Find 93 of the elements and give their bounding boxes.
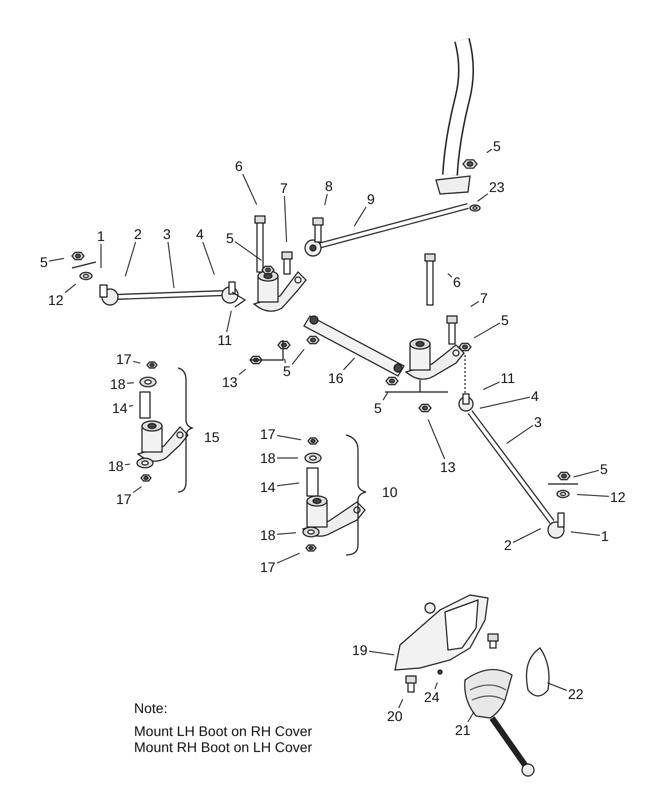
leader-line bbox=[238, 368, 246, 376]
callout-number: 1 bbox=[96, 228, 106, 244]
leader-line bbox=[428, 418, 446, 460]
leader-line bbox=[354, 206, 367, 227]
callout-number: 14 bbox=[111, 400, 129, 416]
leader-line bbox=[168, 242, 174, 289]
callout-number: 12 bbox=[609, 489, 627, 505]
leader-line bbox=[126, 382, 134, 384]
leader-line bbox=[124, 464, 131, 466]
callout-number: 18 bbox=[107, 458, 125, 474]
callout-number: 9 bbox=[366, 191, 376, 207]
callout-number: 17 bbox=[115, 491, 133, 507]
leader-line bbox=[64, 284, 76, 294]
leader-line bbox=[547, 682, 568, 691]
callout-number: 17 bbox=[115, 351, 133, 367]
callout-number: 7 bbox=[279, 180, 289, 196]
leader-line bbox=[512, 528, 542, 543]
leader-line bbox=[202, 242, 215, 275]
callout-number: 7 bbox=[479, 290, 489, 306]
leader-line bbox=[342, 357, 356, 370]
callout-number: 4 bbox=[195, 226, 205, 242]
leader-line bbox=[382, 392, 388, 401]
leader-line bbox=[398, 698, 404, 708]
callout-number: 5 bbox=[39, 254, 49, 270]
callout-number: 13 bbox=[439, 459, 457, 475]
callout-number: 14 bbox=[259, 479, 277, 495]
callout-number: 17 bbox=[259, 559, 277, 575]
leader-line bbox=[470, 300, 480, 308]
leader-line bbox=[284, 196, 288, 242]
leader-line bbox=[284, 358, 286, 364]
callout-number: 1 bbox=[600, 528, 610, 544]
leader-line bbox=[100, 244, 102, 268]
callout-number: 4 bbox=[530, 388, 540, 404]
leader-line bbox=[276, 435, 302, 440]
callout-number: 5 bbox=[282, 363, 292, 379]
callout-number: 23 bbox=[488, 179, 506, 195]
callout-number: 5 bbox=[599, 461, 609, 477]
leader-line bbox=[128, 405, 134, 407]
leader-line bbox=[473, 322, 500, 338]
leader-line bbox=[292, 348, 305, 366]
callout-number: 19 bbox=[351, 642, 369, 658]
callout-number: 2 bbox=[133, 226, 143, 242]
note-text: Mount LH Boot on RH Cover bbox=[134, 723, 312, 739]
callout-number: 11 bbox=[216, 332, 234, 348]
leader-line bbox=[276, 482, 300, 486]
note-text: Mount RH Boot on LH Cover bbox=[134, 739, 312, 755]
leader-line bbox=[242, 174, 258, 206]
leader-line bbox=[576, 494, 610, 497]
leader-line bbox=[132, 360, 141, 364]
leader-line bbox=[479, 396, 530, 409]
callout-number: 22 bbox=[567, 686, 585, 702]
callout-number: 11 bbox=[500, 370, 516, 386]
leader-line bbox=[132, 486, 142, 494]
callout-number: 24 bbox=[423, 689, 441, 705]
leader-line bbox=[324, 194, 328, 206]
leader-line bbox=[276, 552, 300, 564]
leader-line bbox=[486, 148, 492, 154]
leader-line bbox=[573, 470, 600, 478]
callout-number: 5 bbox=[225, 230, 235, 246]
callout-number: 5 bbox=[500, 312, 510, 328]
callout-number: 3 bbox=[162, 226, 172, 242]
callout-number: 3 bbox=[533, 414, 543, 430]
leader-line bbox=[48, 258, 65, 262]
callout-number: 20 bbox=[386, 708, 404, 724]
callout-number: 21 bbox=[454, 722, 472, 738]
leader-line bbox=[234, 241, 262, 261]
leader-line bbox=[506, 424, 534, 444]
callout-number: 2 bbox=[503, 537, 513, 553]
callout-number: 15 bbox=[204, 429, 220, 445]
leader-line bbox=[477, 193, 488, 202]
callout-number: 17 bbox=[259, 426, 277, 442]
callout-number: 8 bbox=[324, 178, 334, 194]
leader-line bbox=[570, 531, 600, 536]
callout-number: 13 bbox=[221, 374, 239, 390]
leader-line bbox=[276, 532, 296, 535]
leader-line bbox=[467, 711, 474, 722]
leader-line bbox=[226, 310, 232, 332]
callout-number: 5 bbox=[492, 138, 502, 154]
callout-number: 18 bbox=[109, 376, 127, 392]
callout-number: 6 bbox=[452, 274, 462, 290]
leader-line bbox=[434, 682, 438, 690]
callout-number: 16 bbox=[327, 370, 345, 386]
leader-line bbox=[482, 382, 500, 390]
callout-number: 6 bbox=[234, 158, 244, 174]
callout-number: 5 bbox=[373, 400, 383, 416]
leader-line bbox=[124, 242, 136, 277]
note-heading: Note: bbox=[134, 700, 168, 716]
callout-number: 10 bbox=[382, 484, 398, 500]
callout-number: 18 bbox=[259, 450, 277, 466]
leader-line bbox=[447, 273, 452, 278]
callout-number: 18 bbox=[259, 527, 277, 543]
leader-line bbox=[368, 650, 395, 656]
callout-number: 12 bbox=[47, 292, 65, 308]
